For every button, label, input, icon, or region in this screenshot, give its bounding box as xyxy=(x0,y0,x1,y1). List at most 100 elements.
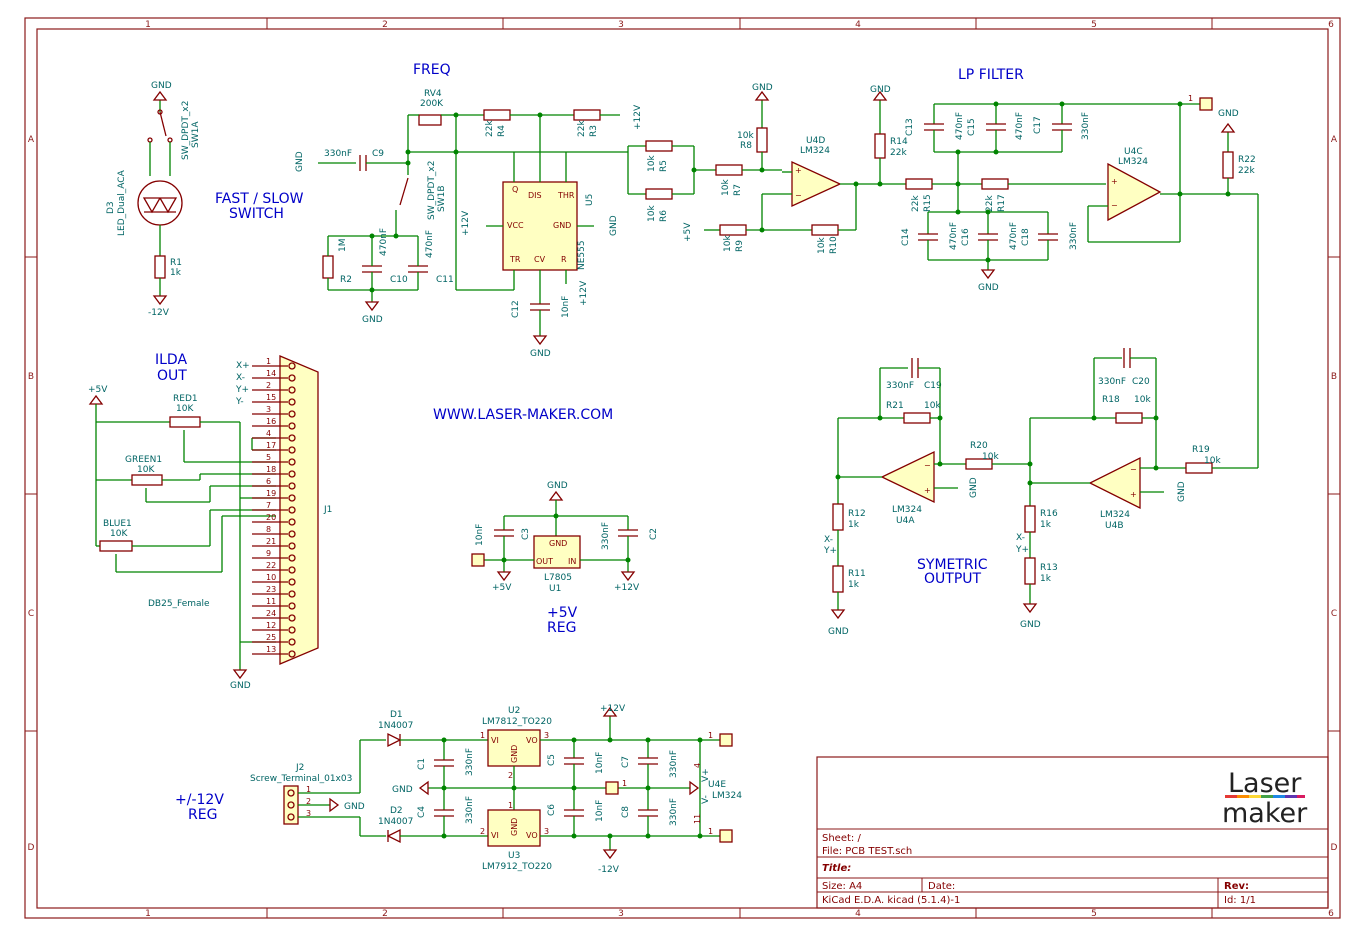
u1-value: L7805 xyxy=(544,573,572,583)
r22-value: 22k xyxy=(1238,166,1255,176)
tb-date: Date: xyxy=(928,881,955,892)
note-reg5-1: +5V xyxy=(547,605,578,621)
r1-ref: R1 xyxy=(170,258,182,268)
tb-tool: KiCad E.D.A. kicad (5.1.4)-1 xyxy=(822,895,960,906)
notes: FREQ LP FILTER FAST / SLOW SWITCH ILDA O… xyxy=(155,62,1024,823)
j1-db25-connector xyxy=(279,355,319,665)
db25-pin-contact xyxy=(288,398,296,406)
db25-pin-number: 6 xyxy=(266,477,271,486)
gnd-symbol xyxy=(1220,122,1236,133)
grid-col-5: 5 xyxy=(1091,20,1097,30)
c15-ref: C15 xyxy=(967,118,977,136)
d3-ref: D3 xyxy=(106,201,116,214)
c11-ref: C11 xyxy=(436,275,454,285)
grid-labels: 1 2 3 4 5 6 1 2 3 4 5 6 A B C D A B C D xyxy=(28,20,1338,919)
vneg-symbol xyxy=(602,849,618,860)
db25-pin-contact xyxy=(288,374,296,382)
r5-value: 10k xyxy=(647,155,657,172)
gnd-symbol xyxy=(980,269,996,280)
d2-ref: D2 xyxy=(390,806,403,816)
r14-body xyxy=(874,133,886,159)
r13-value: 1k xyxy=(1040,574,1052,584)
db25-pin-contact xyxy=(288,590,296,598)
grid-col-3-bottom: 3 xyxy=(618,909,624,919)
gnd-symbol xyxy=(548,490,564,501)
r11-value: 1k xyxy=(848,580,860,590)
db25-pin-contact xyxy=(288,470,296,478)
db25-pin-number: 22 xyxy=(266,561,276,570)
c19-ref: C19 xyxy=(924,381,942,391)
db25-pin-number: 1 xyxy=(266,357,271,366)
led-section: GND SW1A SW_DPDT_x2 D3 LED_Dual_ACA R1 1… xyxy=(106,81,201,318)
db25-pin-contact xyxy=(288,638,296,646)
sw1b-value: SW_DPDT_x2 xyxy=(427,161,437,220)
u2-pin-3: 3 xyxy=(544,731,549,740)
r12-value: 1k xyxy=(848,520,860,530)
c12-ref: C12 xyxy=(511,300,521,318)
c18-ref: C18 xyxy=(1021,228,1031,246)
r8-value: 10k xyxy=(737,131,754,141)
c4-value: 330nF xyxy=(465,796,475,824)
gnd-symbol xyxy=(830,609,846,620)
gnd-symbol xyxy=(232,669,248,680)
sw1a-contact xyxy=(157,109,163,115)
gnd-label-c9: GND xyxy=(295,151,305,172)
u1-ref: U1 xyxy=(549,584,561,594)
r14-ref: R14 xyxy=(890,137,908,147)
r11-ref: R11 xyxy=(848,569,866,579)
db25-pin-number: 16 xyxy=(266,417,276,426)
u4c-plus: + xyxy=(1111,177,1118,186)
c19-value: 330nF xyxy=(886,381,914,391)
laser-maker-logo: Laser maker xyxy=(1222,768,1308,829)
r14-value: 22k xyxy=(890,148,907,158)
note-fast-slow-1: FAST / SLOW xyxy=(215,191,304,207)
u4e-ref: U4E xyxy=(708,780,726,790)
db25-pin-number: 14 xyxy=(266,369,276,378)
u1-l7805 xyxy=(533,535,581,569)
c14-value: 470nF xyxy=(949,222,959,250)
u4d-minus: − xyxy=(795,191,802,200)
gnd-label-r13: GND xyxy=(1020,620,1041,630)
u2-pin-vo: VO xyxy=(526,736,538,745)
u4e-pin-11: 11 xyxy=(693,814,702,824)
u5-pin-dis: DIS xyxy=(528,191,542,200)
note-symetric-2: OUTPUT xyxy=(924,571,982,587)
oscillator-section: RV4 200K R4 22k R3 22k +12V C9 330nF GND… xyxy=(295,89,643,359)
gnd-label-ilda: GND xyxy=(230,681,251,691)
gnd-symbol xyxy=(329,797,340,813)
grid-row-d-right: D xyxy=(1331,843,1338,853)
db25-pin-contact xyxy=(288,362,296,370)
gnd-symbol xyxy=(152,90,168,101)
u5-pin-cv: CV xyxy=(534,255,546,264)
u4c-ref: U4C xyxy=(1124,147,1143,157)
j1-ref: J1 xyxy=(323,505,332,515)
m12-label-out: -12V xyxy=(598,865,620,875)
r21-value: 10k xyxy=(924,401,941,411)
r17-value: 22k xyxy=(985,195,995,212)
gnd-symbol xyxy=(532,335,548,346)
gnd-label-u4b: GND xyxy=(1177,481,1187,502)
u4c-value: LM324 xyxy=(1118,157,1148,167)
db25-pin-contact xyxy=(288,578,296,586)
db25-pin-number: 25 xyxy=(266,633,276,642)
u5-pin-tr: TR xyxy=(509,255,521,264)
label-x-minus-b: X- xyxy=(1016,533,1025,543)
u4b-ref: U4B xyxy=(1105,521,1124,531)
red1-pot xyxy=(169,416,201,428)
u3-pin-gnd: GND xyxy=(510,818,519,836)
db25-pin-number: 7 xyxy=(266,501,271,510)
logo-text-maker: maker xyxy=(1222,798,1308,829)
r21-ref: R21 xyxy=(886,401,904,411)
vpos-arrow xyxy=(496,571,512,582)
p5-label-ilda: +5V xyxy=(88,385,108,395)
r7-ref: R7 xyxy=(733,184,743,196)
db25-pin-contact xyxy=(288,650,296,658)
gnd-label-c12: GND xyxy=(530,349,551,359)
u3-ref: U3 xyxy=(508,851,520,861)
c2-value: 330nF xyxy=(601,522,611,550)
note-freq: FREQ xyxy=(413,62,451,78)
r11-body xyxy=(832,565,844,593)
u2-pin-2: 2 xyxy=(508,771,513,780)
c8-ref: C8 xyxy=(621,806,631,818)
r2-body xyxy=(322,255,334,279)
